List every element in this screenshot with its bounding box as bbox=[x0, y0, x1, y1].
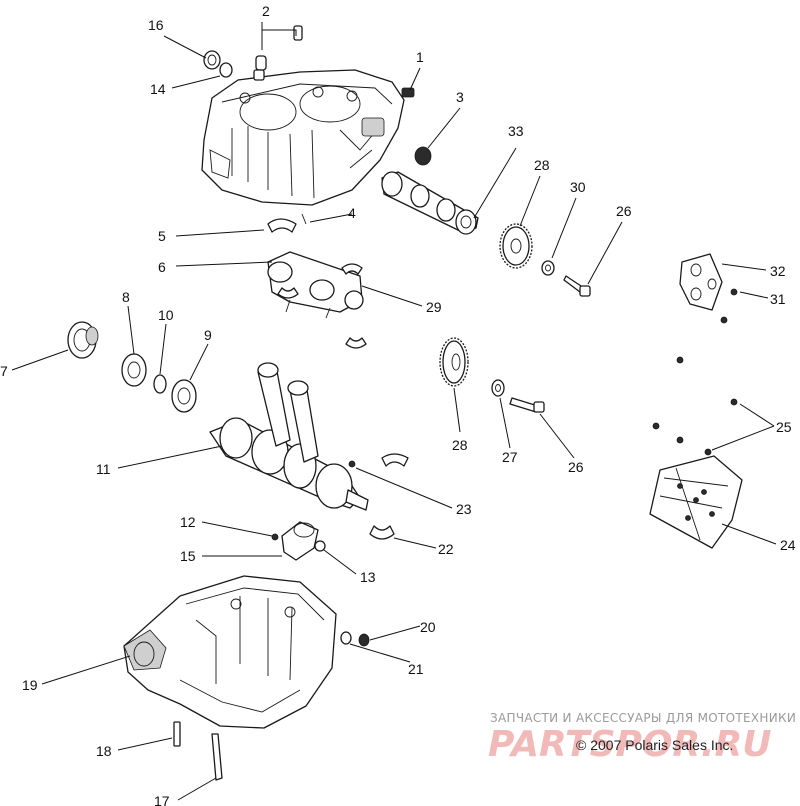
callout-17: 17 bbox=[154, 793, 170, 806]
callout-18: 18 bbox=[96, 743, 112, 759]
callout-19: 19 bbox=[22, 677, 38, 693]
copyright-notice: © 2007 Polaris Sales Inc. bbox=[576, 737, 733, 753]
callout-4: 4 bbox=[348, 205, 356, 221]
upper-crankcase bbox=[201, 69, 405, 206]
callout-1: 1 bbox=[416, 49, 424, 65]
callout-22: 22 bbox=[438, 541, 454, 557]
callout-23: 23 bbox=[456, 501, 472, 517]
o-ring-13 bbox=[314, 540, 326, 552]
callout-6: 6 bbox=[158, 259, 166, 275]
bearing-9 bbox=[171, 379, 197, 413]
lower-crankcase-19 bbox=[123, 575, 337, 729]
callout-21: 21 bbox=[408, 661, 424, 677]
callout-25: 25 bbox=[776, 419, 792, 435]
nuts-25 bbox=[652, 356, 738, 456]
oil-pickup-15 bbox=[281, 521, 319, 561]
bearing-shells-29 bbox=[277, 263, 367, 349]
callout-20: 20 bbox=[420, 619, 436, 635]
screws-31 bbox=[720, 288, 738, 324]
plate-32 bbox=[679, 253, 723, 311]
callout-28-upper: 28 bbox=[534, 157, 550, 173]
camshaft-33 bbox=[381, 171, 479, 235]
callout-33: 33 bbox=[508, 123, 524, 139]
callout-8: 8 bbox=[122, 289, 130, 305]
crankshaft-11 bbox=[209, 362, 369, 511]
callout-3: 3 bbox=[456, 89, 464, 105]
bolt-26-lower bbox=[509, 397, 545, 413]
bolt-26-upper bbox=[563, 275, 591, 297]
callout-26-upper: 26 bbox=[616, 203, 632, 219]
watermark: ЗАПЧАСТИ И АКСЕССУАРЫ ДЛЯ МОТОТЕХНИКИ PA… bbox=[488, 711, 796, 765]
callout-26-lower: 26 bbox=[568, 459, 584, 475]
callout-30: 30 bbox=[570, 179, 586, 195]
bearing-5 bbox=[267, 218, 297, 233]
washer-21 bbox=[340, 631, 352, 645]
callout-2: 2 bbox=[262, 3, 270, 19]
callout-32: 32 bbox=[770, 263, 786, 279]
plate-24 bbox=[649, 455, 743, 549]
gear-28-lower bbox=[439, 337, 469, 387]
callout-7: 7 bbox=[0, 363, 8, 379]
callout-10: 10 bbox=[158, 307, 174, 323]
washer-27 bbox=[491, 379, 505, 397]
cam-gear-28-upper bbox=[499, 223, 533, 269]
bearing-carrier-6 bbox=[267, 251, 364, 319]
bearing-8 bbox=[121, 353, 147, 387]
callout-31: 31 bbox=[770, 291, 786, 307]
seal-3 bbox=[414, 146, 432, 166]
callout-24: 24 bbox=[780, 537, 796, 553]
callout-14: 14 bbox=[150, 81, 166, 97]
pin-18 bbox=[173, 721, 181, 747]
callout-13: 13 bbox=[360, 569, 376, 585]
plug-16 bbox=[203, 50, 221, 70]
callout-9: 9 bbox=[204, 327, 212, 343]
callout-12: 12 bbox=[180, 514, 196, 530]
callout-5: 5 bbox=[158, 228, 166, 244]
dowel-pins-2 bbox=[253, 25, 303, 81]
watermark-logo: PARTSPOR.RU bbox=[488, 724, 772, 765]
plug-20 bbox=[358, 633, 370, 647]
callout-27: 27 bbox=[502, 449, 518, 465]
pin-4 bbox=[301, 213, 307, 225]
seal-7 bbox=[67, 321, 99, 359]
bearing-shell-22 bbox=[369, 525, 395, 540]
watermark-tagline: ЗАПЧАСТИ И АКСЕССУАРЫ ДЛЯ МОТОТЕХНИКИ bbox=[490, 711, 796, 725]
washer-30 bbox=[541, 260, 555, 276]
callout-16: 16 bbox=[148, 17, 164, 33]
bearing-shell-23 bbox=[348, 453, 409, 468]
callout-15: 15 bbox=[180, 548, 196, 564]
callout-28-lower: 28 bbox=[452, 437, 468, 453]
leader-lines bbox=[11, 22, 777, 801]
callout-labels: 16 2 14 1 3 33 28 30 26 4 5 6 29 32 31 8… bbox=[0, 3, 796, 806]
callout-29: 29 bbox=[426, 299, 442, 315]
o-ring-14 bbox=[219, 62, 233, 78]
callout-11: 11 bbox=[96, 461, 111, 477]
ring-10 bbox=[153, 374, 167, 394]
bolt-12 bbox=[271, 533, 279, 541]
dipstick-17 bbox=[211, 733, 223, 781]
bolt-1 bbox=[401, 87, 415, 98]
